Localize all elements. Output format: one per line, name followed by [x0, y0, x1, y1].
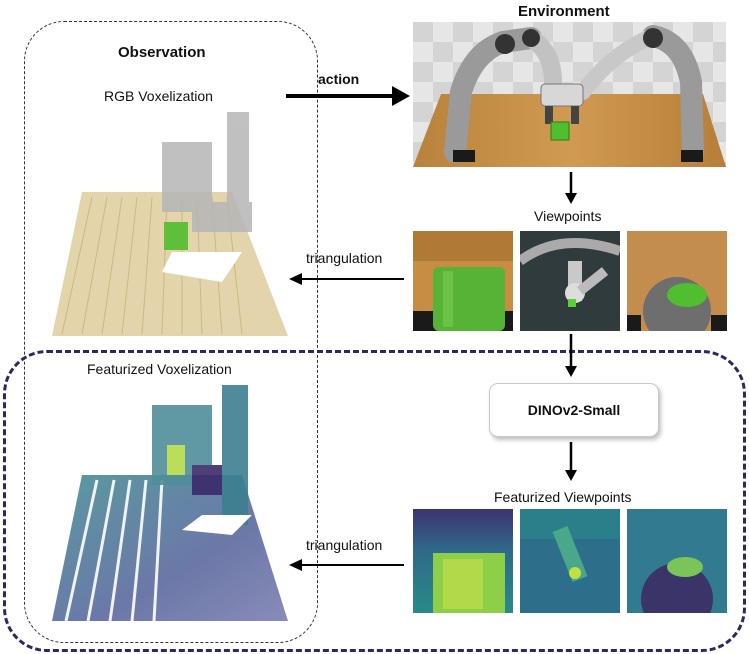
- viewpoint-1-image: [413, 231, 513, 331]
- environment-title: Environment: [518, 3, 610, 20]
- featurized-viewpoint-3-image: [627, 509, 727, 613]
- viewpoints-to-dino-arrow: [565, 334, 577, 377]
- triangulation-arrow-top: [289, 273, 404, 285]
- dino-to-featurized-arrow: [565, 442, 577, 481]
- action-label: action: [318, 71, 360, 87]
- triangulation-label-bottom: triangulation: [306, 537, 383, 553]
- featurized-viewpoint-1-image: [413, 509, 513, 613]
- rgb-voxel-grid: [52, 112, 288, 344]
- featurized-voxel-grid: [52, 385, 288, 625]
- viewpoint-3-image: [627, 231, 727, 331]
- environment-image: [413, 22, 726, 167]
- featurized-viewpoints-label: Featurized Viewpoints: [494, 489, 632, 505]
- dino-model-box: DINOv2-Small: [489, 383, 659, 437]
- triangulation-label-top: triangulation: [306, 250, 383, 266]
- dino-model-label: DINOv2-Small: [527, 402, 621, 418]
- observation-box: [24, 21, 318, 643]
- observation-title: Observation: [118, 44, 206, 61]
- rgb-voxelization-label: RGB Voxelization: [104, 88, 213, 104]
- viewpoint-2-image: [520, 231, 620, 331]
- viewpoints-label: Viewpoints: [534, 208, 602, 224]
- env-to-viewpoints-arrow: [565, 172, 577, 204]
- action-arrow: [286, 86, 410, 106]
- featurized-voxelization-label: Featurized Voxelization: [87, 361, 232, 377]
- featurization-box: [3, 350, 746, 652]
- featurized-viewpoint-2-image: [520, 509, 620, 613]
- triangulation-arrow-bottom: [289, 559, 404, 571]
